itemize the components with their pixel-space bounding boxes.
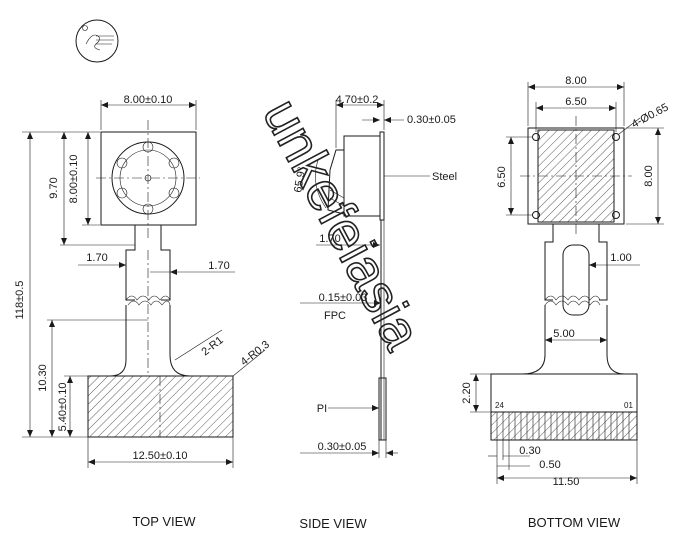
dim-top-connector-length: 10.30 <box>37 364 49 392</box>
label-steel: Steel <box>432 171 457 183</box>
dim-bottom-height: 8.00 <box>643 165 655 186</box>
pin-label-first: 24 <box>495 401 504 410</box>
dim-top-width: 8.00±0.10 <box>124 94 173 106</box>
dim-top-connector-width: 12.50±0.10 <box>133 450 188 462</box>
dim-top-connector-height: 5.40±0.10 <box>57 383 69 432</box>
side-pi-stiffener <box>378 377 387 441</box>
dim-bottom-flex-width: 5.00 <box>553 328 574 340</box>
pin-label-last: 01 <box>624 401 633 410</box>
dim-bottom-slot: 1.00 <box>610 252 631 264</box>
side-lens-barrel <box>327 149 345 215</box>
dim-top-flex-left: 1.70 <box>86 252 107 264</box>
label-fpc: FPC <box>324 310 346 322</box>
dim-bottom-tail: 2.20 <box>461 382 473 403</box>
side-steel-plate <box>379 131 385 221</box>
dim-side-fpc-thickness: 0.15±0.03 <box>319 292 368 304</box>
logo-emblem-icon <box>75 19 119 63</box>
dim-top-total-length: 118±0.5 <box>14 281 26 320</box>
dim-top-height-inner: 8.00±0.10 <box>68 155 80 204</box>
dim-bottom-pad-span: 6.50 <box>565 96 586 108</box>
top-connector-pad <box>87 375 234 438</box>
bottom-view: 24 01 8.00 6.50 4-Ø0.65 6.50 8.00 1.00 <box>461 75 671 530</box>
mount-hole-icon <box>612 133 620 141</box>
dim-top-corner-radius: 4-R0.3 <box>238 339 271 369</box>
dim-side-angle: 65.9° <box>292 166 308 194</box>
dim-bottom-pad-span-v: 6.50 <box>496 166 508 187</box>
top-flex-neck <box>125 225 171 301</box>
connector-pin-lines <box>496 412 630 440</box>
mount-hole-icon <box>532 133 540 141</box>
mount-hole-icon <box>532 211 540 219</box>
dim-side-plate: 0.30±0.05 <box>407 114 456 126</box>
dim-bottom-holes: 4-Ø0.65 <box>630 101 671 130</box>
dim-top-flex-right: 1.70 <box>208 260 229 272</box>
dim-bottom-pin-width: 0.50 <box>539 459 560 471</box>
dim-side-depth: 4.70±0.2 <box>336 94 379 106</box>
title-bottom-view: BOTTOM VIEW <box>528 515 621 530</box>
dim-bottom-width: 8.00 <box>565 75 586 87</box>
title-top-view: TOP VIEW <box>132 514 196 529</box>
dim-top-height-outer: 9.70 <box>48 177 60 198</box>
dim-bottom-pin-pitch: 0.30 <box>519 445 540 457</box>
bottom-connector-pins <box>490 411 638 441</box>
bottom-flex-slot <box>562 244 590 316</box>
dim-top-bend-radius: 2-R1 <box>199 334 225 358</box>
bottom-connector <box>490 373 638 413</box>
top-view: 8.00±0.10 8.00±0.10 9.70 1.70 1.70 118±0… <box>14 94 272 529</box>
dim-side-stub: 1.70 <box>319 233 340 245</box>
title-side-view: SIDE VIEW <box>299 516 367 531</box>
label-pi: PI <box>317 403 327 415</box>
dim-bottom-connector-width: 11.50 <box>553 476 580 488</box>
bottom-flex-neck <box>544 224 608 301</box>
side-view: 4.70±0.2 0.30±0.05 Steel 65.9° 1.70 0.15… <box>292 94 457 531</box>
lens-notches <box>116 141 180 215</box>
mount-hole-icon <box>612 211 620 219</box>
dim-side-pi-thickness: 0.30±0.05 <box>318 441 367 453</box>
top-sensor-body <box>100 131 197 226</box>
